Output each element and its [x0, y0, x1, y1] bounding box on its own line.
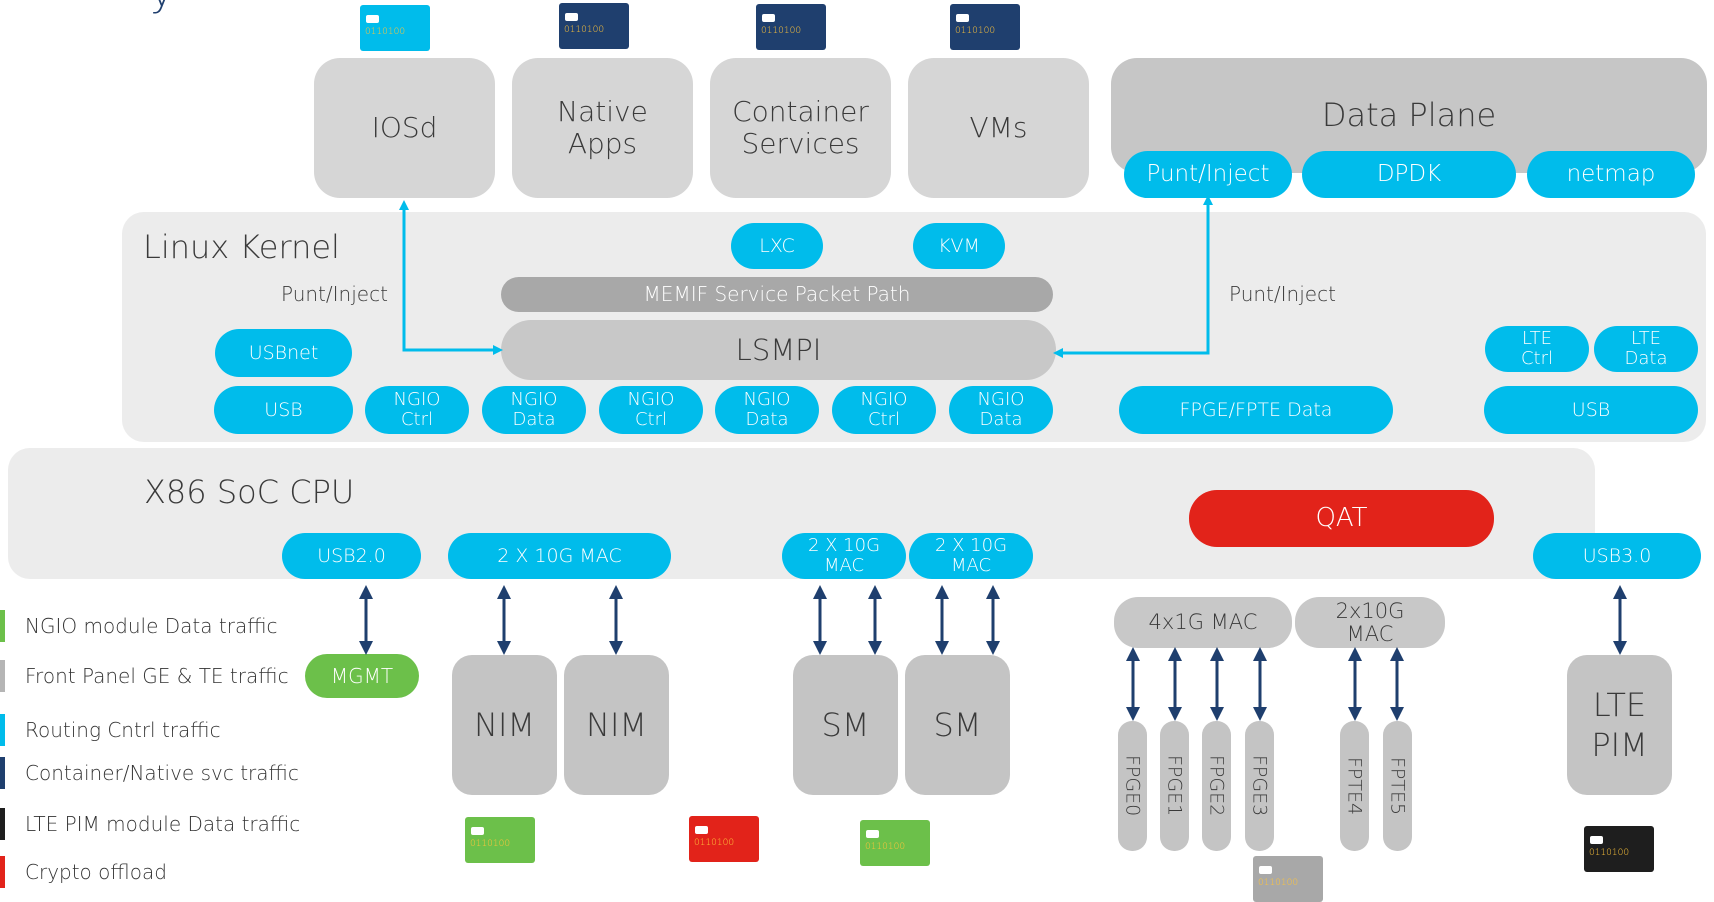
legend-swatch: [0, 808, 5, 840]
port-fpte5: FPTE5: [1383, 721, 1412, 851]
legend-swatch: [0, 856, 5, 888]
pill-usbnet: USBnet: [215, 329, 352, 377]
card-front-panel-icon: 0110100: [1253, 856, 1323, 902]
pill-ngio-ctrl: NGIO Ctrl: [599, 386, 703, 434]
legend-swatch: [0, 610, 5, 642]
pill-usb2: USB2.0: [282, 533, 421, 579]
pill-ngio-data: NGIO Data: [949, 386, 1053, 434]
dp-punt-inject: Punt/Inject: [1124, 151, 1292, 198]
pill-2x10g-mac-a: 2 X 10G MAC: [782, 533, 906, 579]
app-iosd: IOSd: [314, 58, 495, 198]
nim-module: NIM: [452, 655, 557, 795]
dp-dpdk: DPDK: [1302, 151, 1516, 198]
pill-fpge-fpte-data: FPGE/FPTE Data: [1119, 386, 1393, 434]
linux-kernel-title: Linux Kernel: [143, 228, 340, 266]
memif-service-packet-path: MEMIF Service Packet Path: [501, 277, 1053, 312]
app-container-services: Container Services: [710, 58, 891, 198]
port-fpge3: FPGE3: [1245, 721, 1274, 851]
mac-4x1g: 4x1G MAC: [1114, 597, 1292, 648]
legend-swatch: [0, 660, 5, 692]
card-lte-pim-icon: 0110100: [1584, 826, 1654, 872]
port-fpge0: FPGE0: [1118, 721, 1147, 851]
mgmt-port: MGMT: [305, 654, 419, 698]
card-crypto-icon: 0110100: [689, 816, 759, 862]
punt-inject-left-arrow: [399, 200, 503, 355]
app-native-apps: Native Apps: [512, 58, 693, 198]
punt-inject-right-label: Punt/Inject: [1229, 282, 1336, 306]
pill-ngio-data: NGIO Data: [715, 386, 819, 434]
card-routing-ctrl-icon: 0110100: [360, 5, 430, 51]
lte-pim-module: LTE PIM: [1567, 655, 1672, 795]
punt-inject-right-arrow: [1053, 195, 1213, 358]
title-fragment: y: [150, 0, 174, 16]
sm-module: SM: [905, 655, 1010, 795]
legend-lte-pim: LTE PIM module Data traffic: [0, 808, 300, 840]
mac-2x10g: 2x10G MAC: [1295, 597, 1445, 648]
pill-usb-left: USB: [214, 386, 353, 434]
legend-swatch: [0, 714, 5, 746]
sm-module: SM: [793, 655, 898, 795]
pill-usb-right: USB: [1484, 386, 1698, 434]
port-fpge1: FPGE1: [1160, 721, 1189, 851]
pill-2x10g-mac: 2 X 10G MAC: [448, 533, 671, 579]
pill-ngio-data: NGIO Data: [482, 386, 586, 434]
x86-soc-cpu-title: X86 SoC CPU: [144, 473, 355, 511]
dp-netmap: netmap: [1527, 151, 1695, 198]
pill-ngio-ctrl: NGIO Ctrl: [832, 386, 936, 434]
card-container-svc-icon: 0110100: [950, 4, 1020, 50]
card-ngio-data-icon: 0110100: [465, 817, 535, 863]
qat-crypto-offload: QAT: [1189, 490, 1494, 547]
legend-swatch: [0, 757, 5, 789]
port-fpge2: FPGE2: [1202, 721, 1231, 851]
pill-ngio-ctrl: NGIO Ctrl: [365, 386, 469, 434]
nim-module: NIM: [564, 655, 669, 795]
pill-lte-ctrl: LTE Ctrl: [1485, 326, 1589, 372]
app-vms: VMs: [908, 58, 1089, 198]
pill-kvm: KVM: [913, 223, 1005, 269]
pill-lte-data: LTE Data: [1594, 326, 1698, 372]
legend-crypto: Crypto offload: [0, 856, 167, 888]
legend-front-panel: Front Panel GE & TE traffic: [0, 660, 289, 692]
legend-ngio-data: NGIO module Data traffic: [0, 610, 278, 642]
card-container-svc-icon: 0110100: [756, 4, 826, 50]
port-fpte4: FPTE4: [1340, 721, 1369, 851]
legend-container-native: Container/Native svc traffic: [0, 757, 299, 789]
pill-usb3: USB3.0: [1533, 533, 1701, 579]
pill-lxc: LXC: [731, 223, 823, 269]
data-plane-title: Data Plane: [1321, 96, 1497, 134]
lsmpi: LSMPI: [501, 320, 1056, 380]
card-container-svc-icon: 0110100: [559, 3, 629, 49]
pill-2x10g-mac-b: 2 X 10G MAC: [909, 533, 1033, 579]
card-ngio-data-icon: 0110100: [860, 820, 930, 866]
punt-inject-left-label: Punt/Inject: [281, 282, 388, 306]
legend-routing-ctrl: Routing Cntrl traffic: [0, 714, 221, 746]
